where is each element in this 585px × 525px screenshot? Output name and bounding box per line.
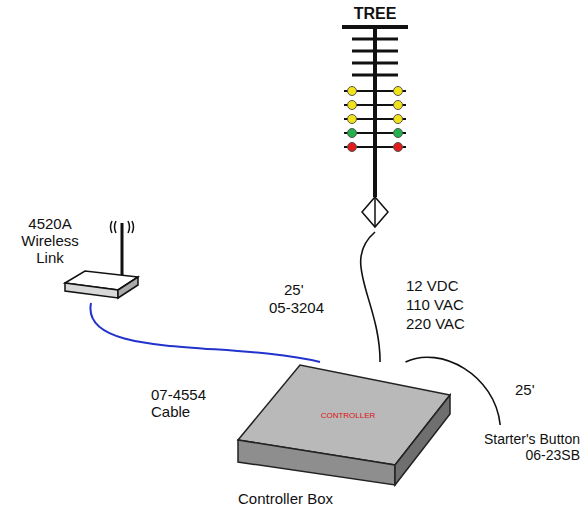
cable-length: 25': [514, 381, 536, 398]
cable-length: 25': [283, 281, 305, 298]
starters-button: Starter's Button 06-23SB: [466, 425, 580, 473]
start-tree: TREE: [330, 5, 420, 232]
node-text: TREE: [330, 5, 420, 23]
node-text: 4520A Wireless Link: [14, 215, 86, 266]
part-number: 05-3204: [268, 299, 325, 316]
voltage-label: 220 VAC: [405, 315, 466, 332]
cable-part-number: 07-4554 Cable: [150, 386, 216, 420]
cable: [361, 232, 380, 362]
voltage-label: 110 VAC: [405, 296, 465, 313]
controller-box: CONTROLLER Controller Box: [230, 362, 455, 512]
node-text: CONTROLLER: [308, 411, 388, 420]
node-text: Controller Box: [238, 490, 378, 507]
node-text: Starter's Button 06-23SB: [466, 431, 580, 463]
wireless-link: 4520A Wireless Link: [10, 213, 145, 303]
voltage-label: 12 VDC: [405, 277, 460, 294]
start-tree-outline: [330, 5, 420, 232]
controller-box-outline: [230, 362, 455, 512]
